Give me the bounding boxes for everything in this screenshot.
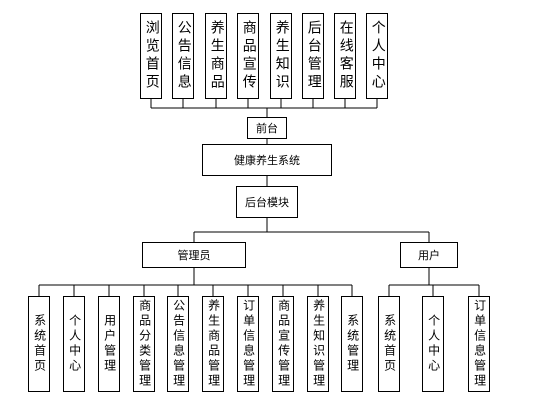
admin-child-node: 用户管理 [98, 296, 120, 392]
admin-child-node: 个人中心 [63, 296, 85, 392]
top-module-node: 养生知识 [270, 13, 292, 99]
admin-child-node: 商品分类管理 [133, 296, 155, 392]
top-module-node: 公告信息 [172, 13, 194, 99]
top-module-node: 养生商品 [205, 13, 227, 99]
admin-child-node: 系统首页 [28, 296, 50, 392]
user-child-node: 个人中心 [422, 296, 444, 392]
top-module-node: 个人中心 [366, 13, 388, 99]
front-node: 前台 [247, 117, 287, 139]
top-module-node: 在线客服 [334, 13, 356, 99]
top-module-node: 商品宣传 [237, 13, 259, 99]
user-node: 用户 [400, 242, 458, 268]
admin-node: 管理员 [142, 242, 246, 268]
admin-child-node: 养生商品管理 [202, 296, 224, 392]
top-module-node: 后台管理 [302, 13, 324, 99]
admin-child-node: 养生知识管理 [307, 296, 329, 392]
user-child-node: 订单信息管理 [468, 296, 490, 392]
admin-child-node: 公告信息管理 [167, 296, 189, 392]
admin-child-node: 订单信息管理 [237, 296, 259, 392]
user-child-node: 系统首页 [378, 296, 400, 392]
system-node: 健康养生系统 [202, 144, 332, 176]
admin-child-node: 系统管理 [341, 296, 363, 392]
backend-node: 后台模块 [236, 186, 298, 218]
top-module-node: 浏览首页 [140, 13, 162, 99]
cropped-heading [0, 0, 546, 4]
admin-child-node: 商品宣传管理 [272, 296, 294, 392]
